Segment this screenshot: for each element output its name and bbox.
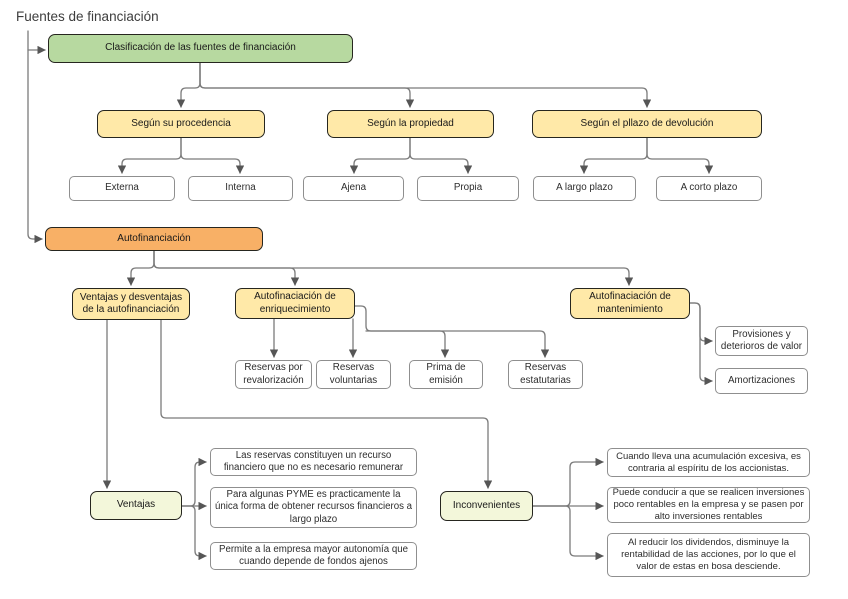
connector-edge [199,62,415,108]
node-propia: Propia [417,176,519,201]
node-provisiones: Provisiones y deterioros de valor [715,326,808,356]
node-autofinanciacion: Autofinanciación [45,227,263,251]
connector-edge [349,137,411,174]
node-enriquecimiento: Autofinaciación de enriquecimiento [235,288,355,319]
node-segun-procedencia: Según su procedencia [97,110,265,138]
connector-edge [646,137,714,174]
node-ventajas: Ventajas [90,491,182,520]
connector-edge [181,457,207,507]
node-inconvenientes: Inconvenientes [440,491,533,521]
connector-edge [126,250,155,286]
node-inconveniente-3: Al reducir los dividendos, disminuye la … [607,533,810,577]
connector-edge [579,137,648,174]
connector-edge [409,137,473,174]
connector-edge [354,305,450,358]
connector-edge [27,30,43,244]
node-largo-plazo: A largo plazo [533,176,636,201]
connector-edge [199,62,652,108]
node-ajena: Ajena [303,176,404,201]
node-amortizaciones: Amortizaciones [715,368,808,394]
connector-edge [181,505,207,561]
connector-edge [176,62,201,108]
node-ventaja-3: Permite a la empresa mayor autonomía que… [210,542,417,570]
node-ventajas-desventajas: Ventajas y desventajas de la autofinanci… [72,288,190,320]
connector-edge [365,330,550,358]
connector-edge [117,137,182,174]
connector-edge [153,250,634,286]
connector-edge [160,319,493,489]
node-ventaja-1: Las reservas constituyen un recurso fina… [210,448,417,476]
node-externa: Externa [69,176,175,201]
connector-edge [689,302,713,346]
node-reservas-estatutarias: Reservas estatutarias [508,360,583,389]
node-mantenimiento: Autofinaciación de mantenimiento [570,288,690,319]
node-clasificacion: Clasificación de las fuentes de financia… [48,34,353,63]
connector-edge [689,302,713,386]
connector-edge [532,505,604,561]
node-reservas-voluntarias: Reservas voluntarias [316,360,391,389]
node-inconveniente-1: Cuando lleva una acumulación excesiva, e… [607,448,810,477]
connector-edge [180,137,245,174]
node-inconveniente-2: Puede conducir a que se realicen inversi… [607,487,810,523]
node-interna: Interna [188,176,293,201]
node-ventaja-2: Para algunas PYME es practicamente la ún… [210,487,417,528]
connector-edge [532,457,604,507]
node-segun-propiedad: Según la propiedad [327,110,494,138]
node-reservas-revalorizacion: Reservas por revalorización [235,360,312,389]
node-segun-plazo: Según el pllazo de devolución [532,110,762,138]
diagram-title: Fuentes de financiación [16,9,159,24]
node-prima-emision: Prima de emisión [409,360,483,389]
node-corto-plazo: A corto plazo [656,176,762,201]
